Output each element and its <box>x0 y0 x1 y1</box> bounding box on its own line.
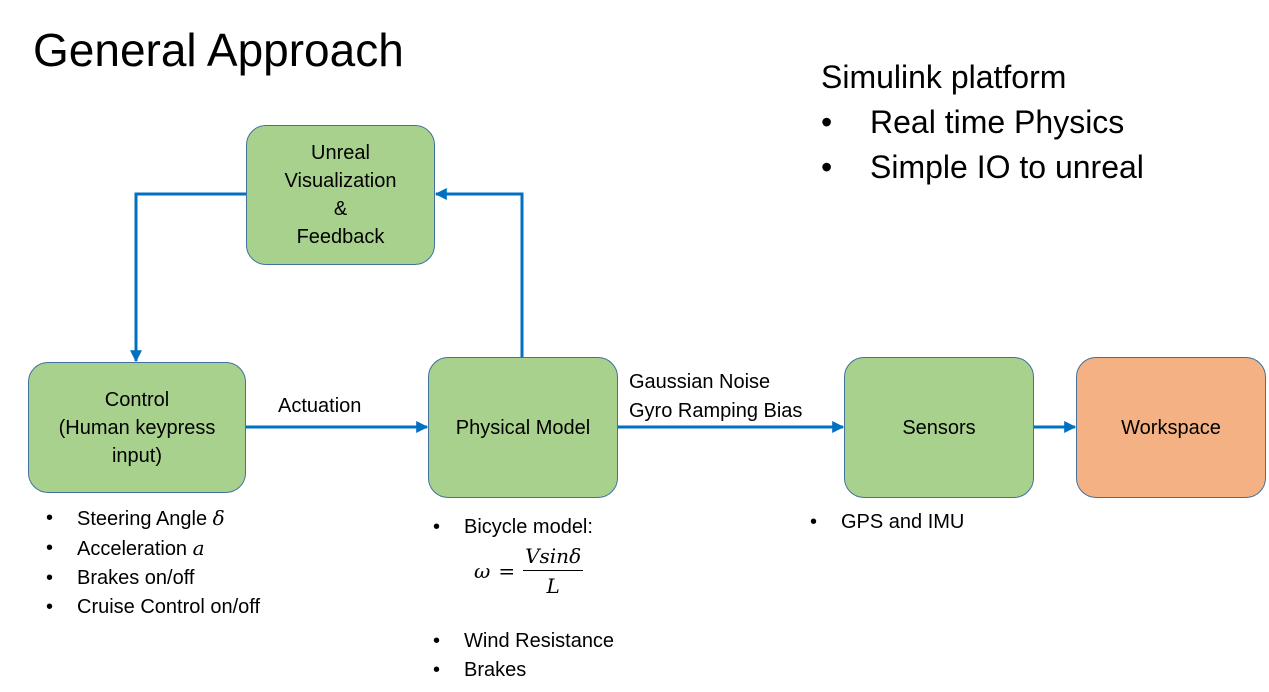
control-node: Control (Human keypress input) <box>28 362 246 493</box>
node-label: Workspace <box>1121 416 1221 439</box>
arrow-unreal-to-control <box>130 192 246 363</box>
omega-formula: ω = Vsinδ L <box>474 541 584 601</box>
node-label: Sensors <box>902 416 976 439</box>
formula-fraction: Vsinδ L <box>523 544 584 598</box>
list-item: Acceleration a <box>46 534 260 564</box>
actuation-label: Actuation <box>278 395 362 417</box>
platform-panel: Simulink platform Real time Physics Simp… <box>821 55 1144 189</box>
platform-item: Simple IO to unreal <box>821 145 1144 190</box>
physical-model-node: Physical Model <box>428 357 618 498</box>
page-title: General Approach <box>33 24 404 76</box>
node-label: Visualization <box>284 170 397 192</box>
noise-label-line: Gaussian Noise <box>629 371 771 393</box>
list-item: Cruise Control on/off <box>46 593 260 622</box>
list-item: Steering Angle δ <box>46 504 260 534</box>
noise-label: Gaussian Noise Gyro Ramping Bias <box>629 368 802 426</box>
sensor-bullets: GPS and IMU <box>810 508 964 537</box>
platform-list: Real time Physics Simple IO to unreal <box>821 100 1144 190</box>
formula-equals: = <box>498 559 516 583</box>
node-label: & <box>333 198 348 220</box>
node-label: Control <box>104 388 170 411</box>
node-label: Physical Model <box>455 416 591 439</box>
platform-item: Real time Physics <box>821 100 1144 145</box>
model-bullets-bottom: Wind Resistance Brakes <box>433 627 614 685</box>
formula-lhs: ω <box>474 559 491 583</box>
workspace-node: Workspace <box>1076 357 1266 498</box>
unreal-node: Unreal Visualization & Feedback <box>246 125 435 265</box>
noise-label-line: Gyro Ramping Bias <box>629 400 803 422</box>
control-bullets: Steering Angle δ Acceleration a Brakes o… <box>46 504 260 622</box>
list-item: Wind Resistance <box>433 627 614 656</box>
list-item: Brakes <box>433 656 614 685</box>
model-bullets-top: Bicycle model: <box>433 513 593 542</box>
list-item: GPS and IMU <box>810 508 964 537</box>
node-label: Unreal <box>311 142 370 164</box>
list-item: Bicycle model: <box>433 513 593 542</box>
arrow-model-to-unreal <box>434 188 524 357</box>
list-item: Brakes on/off <box>46 564 260 593</box>
node-label: input) <box>111 444 163 467</box>
formula-numerator: Vsinδ <box>523 544 584 571</box>
formula-denominator: L <box>546 574 560 598</box>
node-label: Feedback <box>296 226 385 248</box>
node-label: (Human keypress <box>58 416 216 439</box>
platform-heading: Simulink platform <box>821 59 1067 95</box>
sensors-node: Sensors <box>844 357 1034 498</box>
